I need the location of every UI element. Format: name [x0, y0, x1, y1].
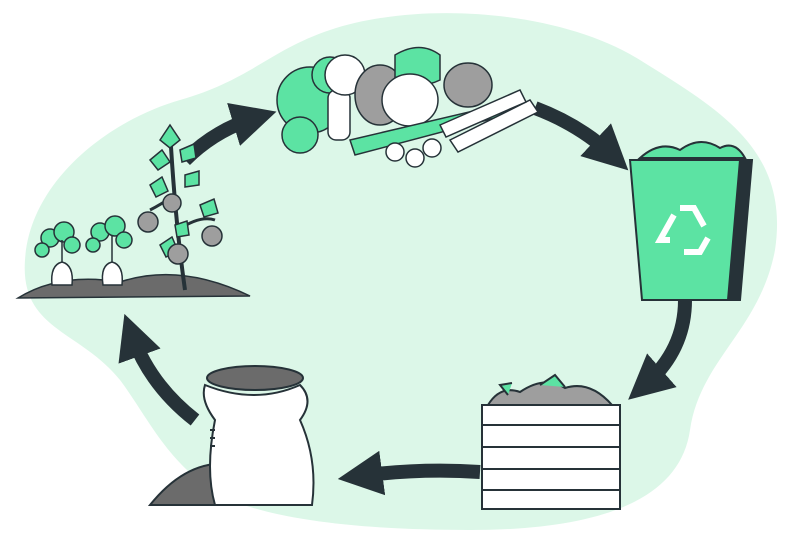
arrow-vegetables-to-bin: [532, 101, 629, 171]
mushroom: [385, 142, 405, 162]
plants-group: [15, 123, 251, 299]
fertilizer-bag: [147, 365, 315, 506]
tomato: [162, 193, 182, 213]
arrow-compost-to-bag: [337, 450, 481, 496]
tomato: [167, 243, 189, 265]
vegetables-group: [276, 46, 540, 168]
carrot: [438, 89, 528, 138]
broccoli-stem: [327, 89, 351, 141]
white-pepper: [381, 73, 439, 127]
bag-soil-top: [206, 365, 304, 391]
bag-body: [202, 383, 315, 506]
arrow-bin-to-compost: [628, 299, 692, 400]
bin-scraps: [637, 141, 747, 159]
mushroom: [405, 148, 425, 168]
tomato-plant: [137, 123, 223, 291]
compost-box: [481, 373, 621, 510]
cycle-arrows: [118, 101, 692, 496]
eggplant: [443, 62, 493, 108]
arrow-bag-to-plants: [118, 313, 200, 426]
mushroom: [422, 138, 442, 158]
radish-plant: [85, 215, 133, 286]
bin-body: [628, 159, 742, 301]
tomato: [137, 211, 159, 233]
radish-plant: [34, 221, 81, 286]
recycle-icon: [654, 205, 711, 255]
tomato: [201, 225, 223, 247]
recycle-bin: [628, 141, 754, 301]
carrot: [448, 99, 540, 153]
